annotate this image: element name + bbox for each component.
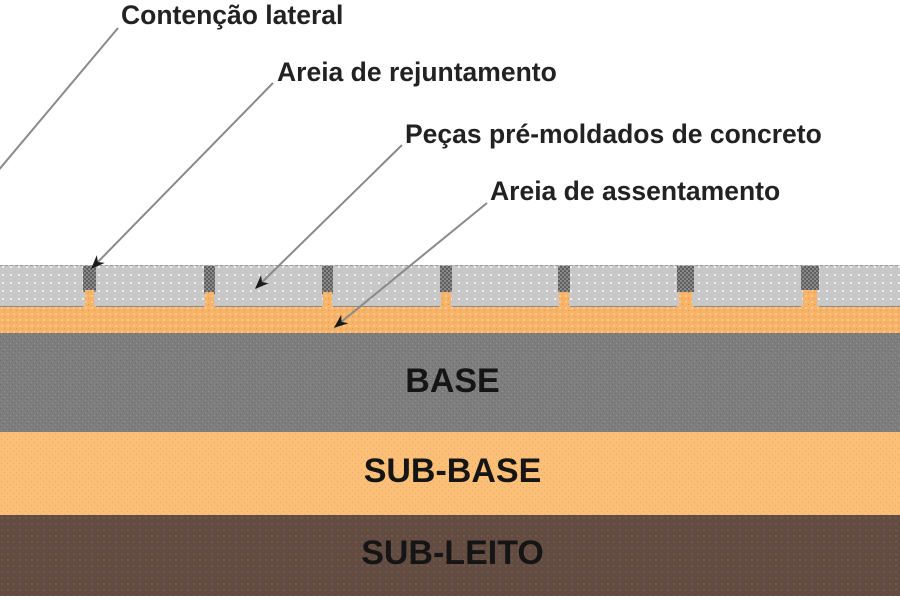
callout-areia-assentamento: Areia de assentamento [490, 176, 781, 206]
joint [204, 266, 215, 308]
leader-line-areia-rejuntamento [91, 82, 274, 270]
joint [83, 266, 96, 308]
joint [558, 266, 570, 308]
callout-areia-rejuntamento: Areia de rejuntamento [277, 57, 557, 87]
callout-contencao-lateral: Contenção lateral [121, 0, 344, 30]
layer-label-sub-base: SUB-BASE [363, 452, 542, 490]
layer-label-base: BASE [405, 362, 500, 400]
layer-label-sub-leito: SUB-LEITO [361, 534, 544, 572]
callout-pecas-pre-moldados: Peças pré-moldados de concreto [405, 119, 822, 149]
base-layer [0, 333, 900, 432]
joint [322, 266, 333, 308]
paver-joints [83, 266, 819, 308]
sub-base-layer [0, 432, 900, 515]
leader-lines [0, 27, 488, 328]
bedding-sand-layer [0, 306, 900, 333]
leader-line-pecas-concreto [254, 144, 403, 289]
leader-line-areia-assentamento [333, 202, 488, 328]
sub-leito-layer [0, 515, 900, 596]
leader-line-contencao-lateral [0, 27, 119, 171]
joint [677, 266, 694, 308]
joint [801, 266, 819, 308]
joint [440, 266, 452, 308]
